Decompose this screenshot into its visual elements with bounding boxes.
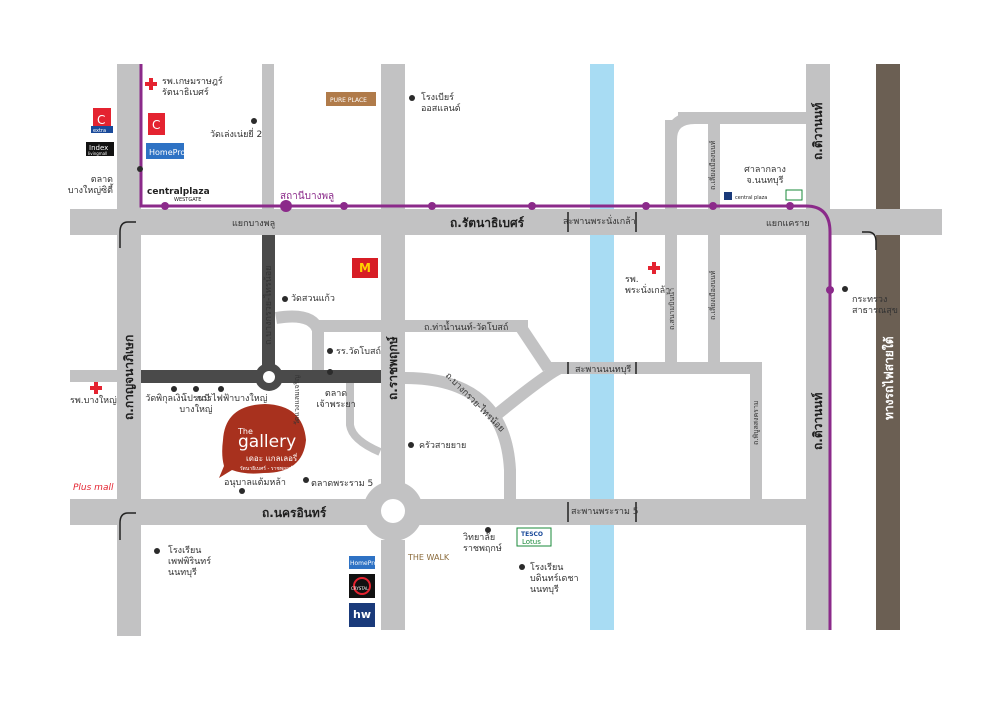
- svg-text:Lotus: Lotus: [522, 538, 541, 546]
- svg-text:livingmall: livingmall: [88, 151, 107, 156]
- label-nonthaburi-bridge: สะพานนนทบุรี: [575, 364, 631, 375]
- tesco-extra-logo: C extra: [91, 108, 113, 134]
- place-label-anuban: อนุบาลแต้มหล้า: [224, 477, 286, 488]
- label-phibun: ถ.พิบูลสงคราม: [752, 401, 760, 446]
- svg-text:C: C: [97, 113, 105, 127]
- svg-text:hw: hw: [353, 608, 371, 621]
- svg-text:HomePro: HomePro: [350, 560, 378, 567]
- place-label-power-bang-yai: การไฟฟ้าบางใหญ่: [197, 393, 268, 404]
- svg-text:extra: extra: [93, 128, 106, 134]
- place-label-premier: โรงเบียร์ออสแลนด์: [421, 91, 461, 114]
- svg-text:Index: Index: [89, 144, 108, 152]
- place-label-lotus-bang-yai: โปรนมีบางใหญ่: [179, 393, 212, 415]
- svg-text:PURE PLACE: PURE PLACE: [330, 97, 367, 104]
- place-label-school-pha: โรงเรียนเพฟพิรินทร์นนทบุรี: [168, 545, 211, 578]
- place-label-school-bd: โรงเรียนบดินทร์เดชานนทบุรี: [530, 562, 579, 595]
- svg-text:HomePro: HomePro: [149, 148, 185, 157]
- svg-text:central plaza: central plaza: [735, 195, 767, 201]
- place-label-rp-phra-nang-klao: รพ.พระนั่งเกล้า: [625, 275, 670, 296]
- metro-stations: [161, 200, 834, 294]
- label-railway: ทางรถไฟสายใต้: [881, 336, 896, 420]
- label-liang-mueang-2: ถ.เลี่ยงเมืองนนท์: [708, 270, 717, 320]
- label-liang-mueang-1: ถ.เลี่ยงเมืองนนท์: [708, 140, 717, 190]
- label-rattanathibet: ถ.รัตนาธิเบศร์: [450, 216, 525, 230]
- svg-text:CRYSTAL: CRYSTAL: [351, 586, 369, 591]
- chao-phraya-river: [590, 64, 614, 630]
- label-rama5-bridge: สะพานพระราม 5: [571, 507, 638, 517]
- place-label-wat-phikun-ngoen: วัดพิกุลเงิน: [145, 393, 186, 404]
- label-phra-nang-klao-bridge: สะพานพระนั่งเกล้า: [563, 214, 636, 227]
- railway-line: [876, 64, 900, 630]
- label-wat-laem-road: วัดแวงแลมเจริญ: [293, 375, 301, 425]
- hospital-icons: [90, 78, 660, 394]
- bridge-markers: [567, 212, 637, 522]
- label-khae-rai-junction: แยกแคราย: [766, 219, 810, 229]
- curved-roads: [275, 112, 808, 500]
- homepro-logo-top: HomePro: [146, 143, 185, 159]
- crystal-logo: CRYSTAL: [349, 574, 375, 598]
- road-network: [70, 64, 942, 636]
- homepro-logo-bottom: HomePro: [349, 556, 378, 569]
- label-tha-nam-non: ถ.ท่าน้ำนนท์-วัดโบสถ์: [424, 320, 508, 333]
- index-living-mall-logo: Index livingmall: [86, 142, 114, 156]
- label-bang-kruai-2: ถ.บางกรวย-ไทรน้อย: [443, 370, 507, 434]
- purple-line-metro: [139, 64, 832, 630]
- poi-dots: [137, 95, 848, 570]
- the-walk-logo: THE WALK: [407, 553, 450, 562]
- label-kanchanaphisek: ถ.กาญจนาภิเษก: [122, 335, 136, 420]
- pure-place-logo: PURE PLACE: [326, 92, 376, 106]
- place-label-kasemrad: รพ.เกษมราษฎร์รัตนาธิเบศร์: [162, 75, 223, 98]
- hospital-icon: [90, 382, 102, 394]
- svg-text:M: M: [359, 261, 371, 275]
- label-ratchaphruek: ถ.ราชพฤกษ์: [386, 336, 400, 400]
- label-nakhon-in: ถ.นครอินทร์: [262, 506, 327, 520]
- dark-road: [141, 235, 381, 391]
- place-label-talad-rama5: ตลาดพระราม 5: [311, 479, 373, 489]
- tesco-lotus-logo: TESCO Lotus: [516, 527, 552, 547]
- central-plaza-westgate: centralplaza: [147, 187, 210, 197]
- the-gallery-marker: The gallery เดอะ แกลเลอรี่ รัตนาธิเบศร์ …: [219, 404, 306, 478]
- hospital-icon: [648, 262, 660, 274]
- place-label-vittayalai: วิทยาลัยราชพฤกษ์: [463, 532, 502, 554]
- place-label-rr-wat-bot: รร.วัดโบสถ์: [336, 345, 381, 357]
- central-plaza-right-logo: central plaza: [724, 189, 803, 201]
- place-label-talad-chao-phraya: ตลาดเจ้าพระยา: [316, 389, 355, 410]
- plus-mall-logo: Plus mall: [73, 483, 114, 493]
- label-bang-kruai-1: ถ.บางกรวย-ไทรน้อย: [263, 266, 274, 345]
- hw-logo: hw: [349, 603, 375, 627]
- tesco-c-logo: C: [148, 113, 165, 135]
- place-label-talad-bang-yai: ตลาดบางใหญ่ซิตี้: [68, 175, 114, 196]
- place-label-sala-klang: ศาลากลางจ.นนทบุรี: [744, 165, 786, 186]
- place-label-ministry: กระทรวงสาธารณสุข: [852, 295, 898, 316]
- hospital-icon: [145, 78, 157, 90]
- u-turn-arrows: [119, 221, 877, 540]
- label-bang-phlu-junction: แยกบางพลู: [232, 219, 275, 229]
- place-labels: รพ.เกษมราษฎร์รัตนาธิเบศร์วัดเล่งเน่ยยี่ …: [68, 75, 898, 595]
- label-sanam-bin-nam: ถ.สนามบินน้ำ: [665, 288, 676, 330]
- svg-text:C: C: [152, 118, 160, 132]
- mcdonalds-logo: M: [352, 258, 378, 278]
- place-label-rp-bang-yai: รพ.บางใหญ่: [70, 395, 117, 406]
- gallery-thai: เดอะ แกลเลอรี่: [246, 452, 298, 463]
- place-label-wat-lao-nai: วัดเล่งเน่ยยี่ 2: [210, 127, 262, 140]
- svg-text:TESCO: TESCO: [521, 531, 543, 538]
- gallery-sub: รัตนาธิเบศร์ - ราชพฤกษ์: [240, 465, 293, 472]
- label-bang-phlu-station: สถานีบางพลู: [280, 190, 334, 202]
- westgate-label: WESTGATE: [174, 197, 201, 203]
- place-label-krua-sai-yai: ครัวสายยาย: [419, 441, 466, 451]
- label-tiwanon-1: ถ.ติวานนท์: [811, 103, 825, 161]
- label-tiwanon-2: ถ.ติวานนท์: [811, 393, 825, 451]
- gallery-title-small: The: [237, 427, 253, 436]
- place-label-wat-suan-kaeo: วัดสวนแก้ว: [291, 293, 335, 304]
- gallery-title: gallery: [238, 432, 296, 452]
